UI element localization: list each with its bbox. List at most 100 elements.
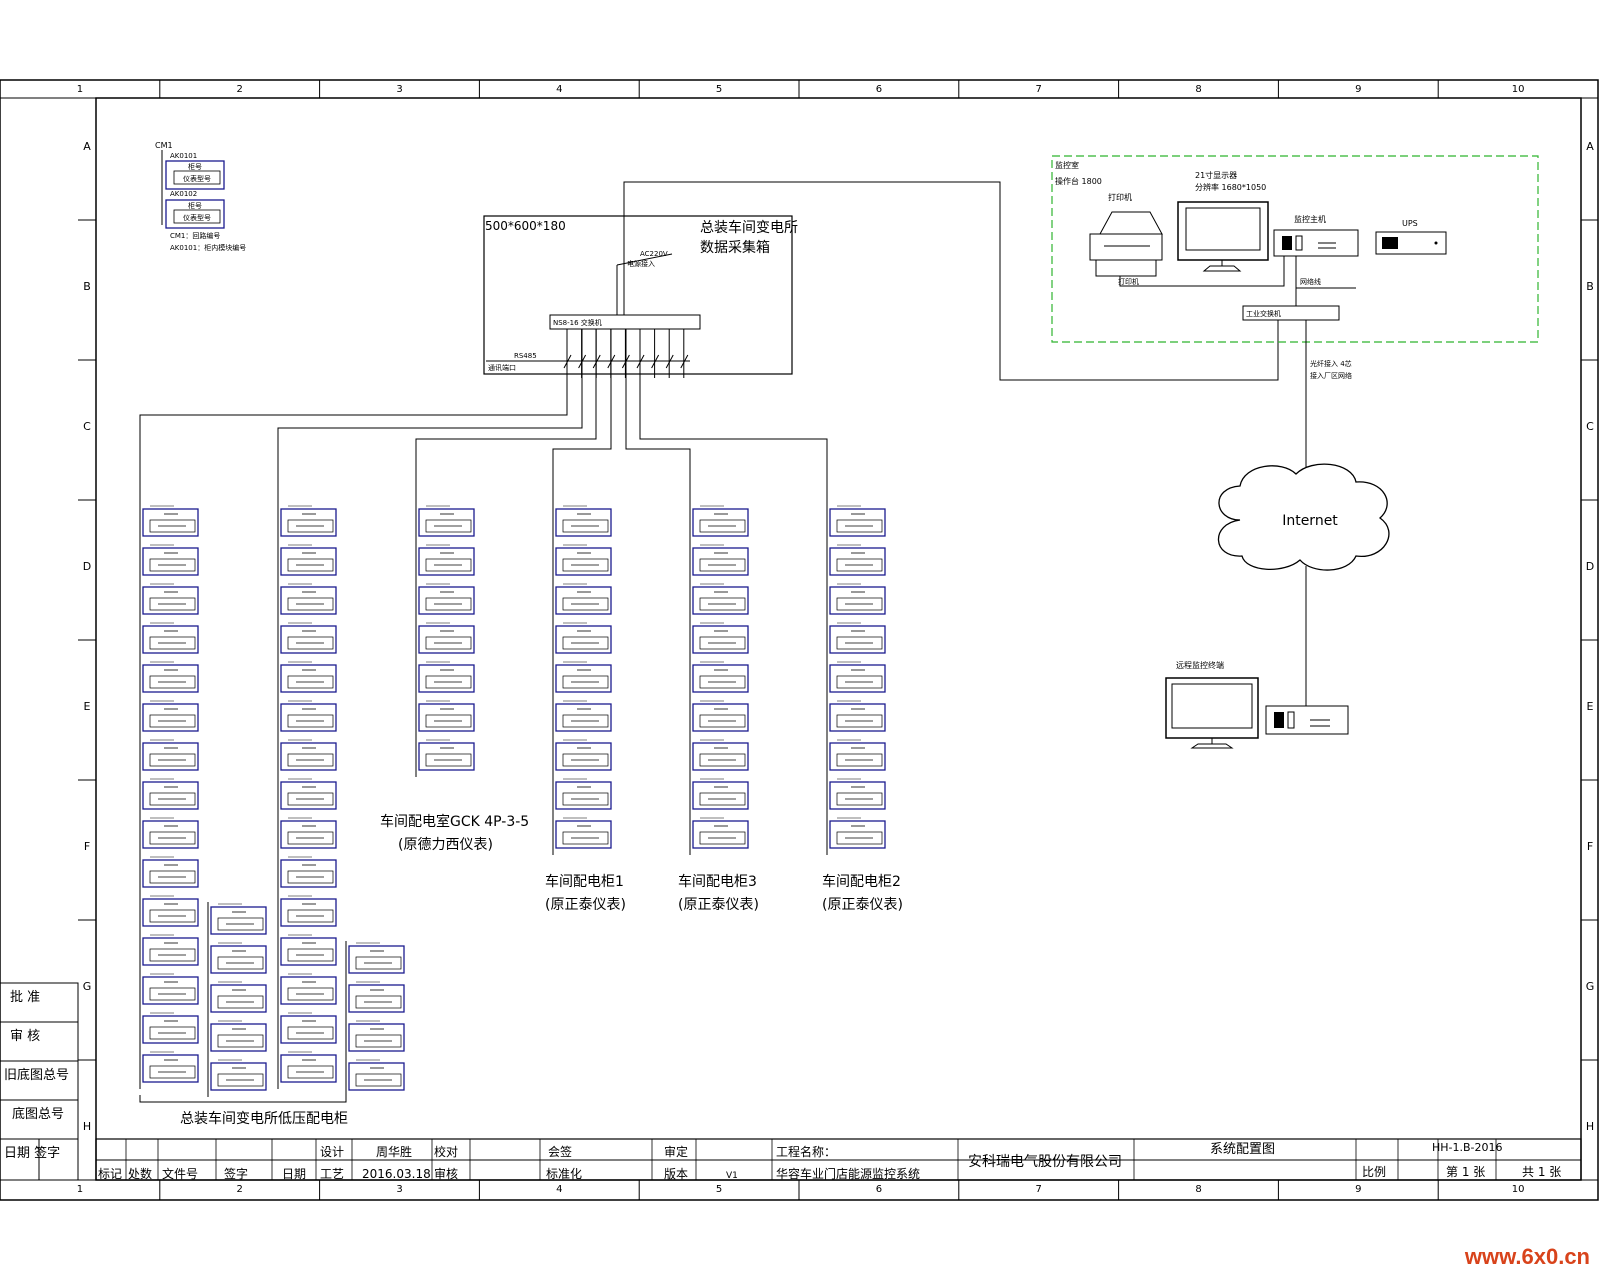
meter-box — [555, 781, 612, 810]
cabinet-3-label: 车间配电室GCK 4P-3-5 — [380, 813, 529, 830]
remote-monitor-icon — [1165, 677, 1259, 749]
meter-box — [418, 742, 475, 771]
meter-box — [142, 976, 199, 1005]
screen-spec: 分辨率 1680*1050 — [1195, 182, 1266, 192]
monitor-room-subtitle: 操作台 1800 — [1055, 176, 1102, 186]
meter-box — [829, 508, 886, 537]
meter-inner — [836, 675, 883, 689]
meter-inner — [699, 519, 746, 533]
meter-box — [829, 703, 886, 732]
meter-inner — [836, 714, 883, 728]
meter-inner — [287, 1065, 334, 1079]
meter-inner — [149, 1026, 196, 1040]
meter-box — [142, 820, 199, 849]
meter-inner — [217, 995, 264, 1009]
meter-inner — [836, 558, 883, 572]
left-item-2: 审 核 — [10, 1029, 40, 1044]
meter-inner — [836, 831, 883, 845]
meter-box — [418, 508, 475, 537]
host-label: 监控主机 — [1294, 214, 1326, 224]
collector-port-mark — [592, 354, 601, 369]
meter-inner — [562, 636, 609, 650]
meter-box — [555, 508, 612, 537]
meter-inner — [355, 1073, 402, 1087]
meter-inner — [149, 714, 196, 728]
collector-switch-label: NS8-16 交换机 — [553, 318, 602, 327]
meter-box — [142, 742, 199, 771]
row-letter: C — [1586, 420, 1594, 433]
meter-inner — [287, 519, 334, 533]
meter-box — [142, 898, 199, 927]
cabinet-labels: 车间配电室GCK 4P-3-5 (原德力西仪表) 车间配电柜1 (原正泰仪表) … — [180, 813, 903, 1127]
legend-mid-code: AK0101 — [170, 152, 197, 160]
meter-box — [280, 781, 337, 810]
meter-box — [280, 703, 337, 732]
rev-sign: 签字 — [224, 1166, 248, 1181]
meter-inner — [355, 956, 402, 970]
meter-box — [280, 664, 337, 693]
meter-box — [555, 664, 612, 693]
meter-box — [280, 1015, 337, 1044]
uplink-note-2: 接入厂区网络 — [1310, 371, 1352, 380]
column-number: 5 — [716, 84, 722, 95]
meter-box — [280, 937, 337, 966]
total-label: 共 1 张 — [1522, 1165, 1561, 1179]
meter-inner — [425, 753, 472, 767]
meter-box — [418, 664, 475, 693]
meter-inner — [836, 597, 883, 611]
meter-inner — [699, 675, 746, 689]
printer-label: 打印机 — [1108, 192, 1132, 202]
meter-inner — [699, 753, 746, 767]
network: 光纤接入 4芯 接入厂区网络 Internet 远程监控终端 — [1165, 320, 1390, 749]
meter-box — [280, 976, 337, 1005]
title-block-grid — [125, 1139, 1497, 1180]
monitor-room-box — [1051, 155, 1539, 343]
legend: CM1 AK0101 柜号 仪表型号 AK0102 柜号 仪表型号 CM1：回路… — [155, 141, 246, 252]
cabinet-6-label: 车间配电柜2 — [822, 873, 901, 890]
meter-box — [692, 664, 749, 693]
row-letter: A — [83, 140, 91, 153]
meter-inner — [425, 675, 472, 689]
meter-inner — [562, 792, 609, 806]
meter-inner — [149, 948, 196, 962]
cabinet-5-label: 车间配电柜3 — [678, 873, 757, 890]
meter-inner — [562, 519, 609, 533]
meter-box — [555, 625, 612, 654]
meter-box — [555, 703, 612, 732]
meter-inner — [836, 519, 883, 533]
collector-terminal-label: RS485 — [514, 352, 537, 360]
meter-box — [142, 547, 199, 576]
row-letter: H — [83, 1120, 91, 1133]
meter-inner — [287, 948, 334, 962]
meter-inner — [425, 519, 472, 533]
meter-box — [142, 1015, 199, 1044]
meter-box — [829, 547, 886, 576]
remote-host-icon — [1265, 705, 1349, 735]
meter-box — [829, 820, 886, 849]
meter-box — [142, 703, 199, 732]
legend-box2-value: 仪表型号 — [183, 213, 211, 222]
column-number: 3 — [396, 1184, 402, 1195]
legend-box-1-inner — [173, 170, 221, 185]
row-letter: C — [83, 420, 91, 433]
wire-col-5 — [625, 329, 691, 510]
meter-inner — [149, 636, 196, 650]
meter-inner — [287, 753, 334, 767]
meter-box — [555, 820, 612, 849]
meter-inner — [699, 714, 746, 728]
meter-box — [692, 781, 749, 810]
legend-box-2 — [165, 199, 225, 229]
design-label: 设计 — [320, 1145, 344, 1159]
meter-box — [418, 586, 475, 615]
left-item-5: 日期 签字 — [4, 1145, 60, 1161]
meter-inner — [149, 753, 196, 767]
column-number: 6 — [876, 1184, 882, 1195]
collector-title-2: 数据采集箱 — [700, 239, 770, 256]
industrial-switch — [1242, 305, 1340, 321]
meter-inner — [287, 714, 334, 728]
cabinet-4-sub: (原正泰仪表) — [545, 897, 626, 913]
column-number: 10 — [1512, 1184, 1525, 1195]
column-number: 7 — [1036, 1184, 1042, 1195]
collector-box — [483, 215, 793, 375]
meter-box — [280, 820, 337, 849]
